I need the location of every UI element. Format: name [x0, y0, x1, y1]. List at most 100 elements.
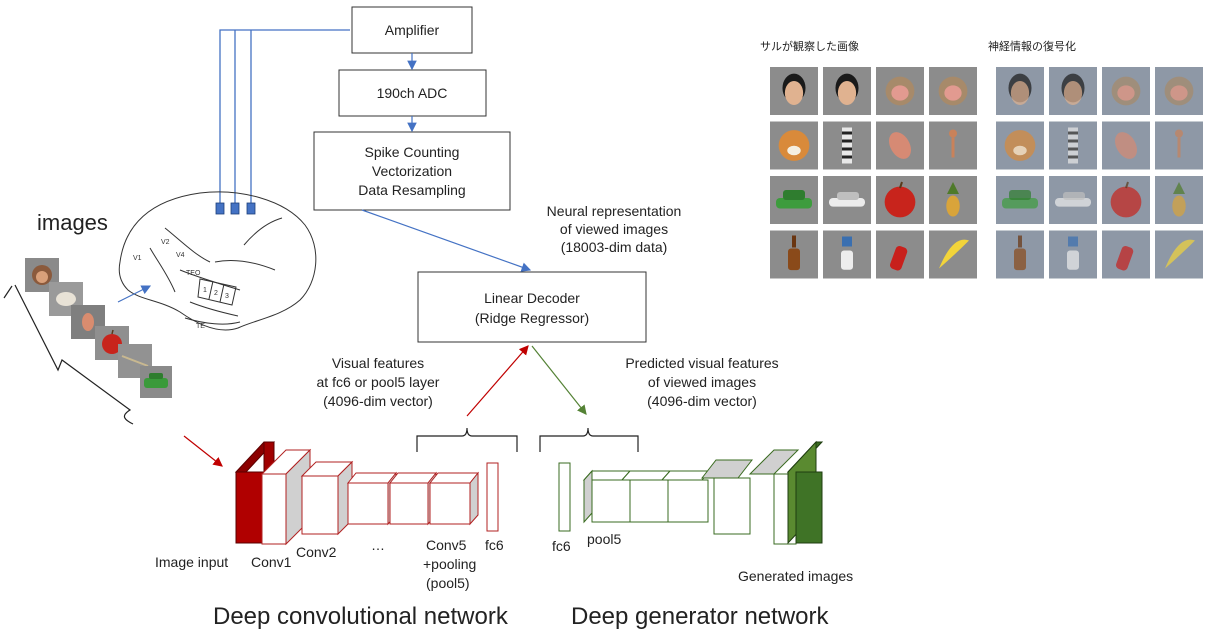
cnn-label-ellipsis: …	[371, 537, 385, 553]
brain-region-v1: V1	[133, 255, 142, 262]
decoded-thumbnail	[1102, 230, 1150, 279]
svg-text:of viewed images: of viewed images	[560, 221, 668, 237]
gen-label-pool5: pool5	[587, 531, 621, 547]
gen-deconv2-layer	[660, 470, 712, 523]
decoded-images-grid	[996, 67, 1203, 279]
decoder-line-1: Linear Decoder	[484, 290, 580, 306]
brain-channel-1: 1	[203, 287, 207, 294]
cnn-conv2-layer	[300, 460, 354, 536]
decoder-line-2: (Ridge Regressor)	[475, 310, 589, 326]
viewed-images-grid	[770, 67, 977, 279]
gen-output-layer	[786, 440, 824, 545]
viewed-thumbnail	[770, 176, 818, 224]
cnn-label-fc6: fc6	[485, 537, 504, 553]
svg-text:Predicted visual features: Predicted visual features	[625, 355, 778, 371]
gen-fc6-layer	[558, 462, 571, 532]
decoded-images-title: 神経情報の復号化	[988, 39, 1076, 53]
cnn-title: Deep convolutional network	[213, 603, 509, 630]
processing-line-1: Spike Counting	[365, 144, 460, 160]
cnn-network	[234, 441, 499, 546]
cnn-feature-brace	[416, 427, 518, 452]
electrodes	[215, 202, 256, 215]
brain-sketch	[118, 191, 317, 331]
arrow-images-cnn	[183, 435, 223, 467]
brain-channel-3: 3	[225, 293, 229, 300]
generator-network	[558, 440, 824, 545]
processing-line-2: Vectorization	[372, 163, 452, 179]
cnn-conv3-layer	[346, 471, 398, 526]
decoded-thumbnail	[996, 230, 1044, 279]
cnn-label-conv1: Conv1	[251, 554, 292, 570]
decoded-thumbnail	[1049, 67, 1097, 115]
cnn-fc6-layer	[486, 462, 499, 532]
brain-region-te: TE	[196, 323, 205, 330]
images-label: images	[37, 210, 108, 235]
image-stack	[25, 258, 172, 398]
decoded-thumbnail	[996, 176, 1044, 224]
adc-label: 190ch ADC	[377, 85, 448, 101]
arrow-images-brain	[117, 285, 152, 303]
viewed-thumbnail	[823, 230, 871, 279]
viewed-thumbnail	[823, 121, 871, 170]
amplifier-box: Amplifier	[351, 6, 473, 54]
neural-representation-label: Neural representation of viewed images (…	[547, 203, 682, 255]
brain-region-teo: TEO	[186, 270, 201, 277]
decoded-thumbnail	[1049, 230, 1097, 279]
gen-pool5-layer	[582, 469, 632, 524]
brain-region-v4: V4	[176, 252, 185, 259]
svg-text:Neural representation: Neural representation	[547, 203, 682, 219]
decoded-thumbnail	[1155, 176, 1203, 224]
cnn-conv5-layer	[428, 471, 480, 526]
cnn-conv4-layer	[388, 471, 438, 526]
viewed-images-title: サルが観察した画像	[760, 39, 859, 53]
gen-label-generated: Generated images	[738, 568, 853, 584]
viewed-thumbnail	[770, 230, 818, 279]
electrode-wires	[219, 29, 350, 205]
viewed-thumbnail	[770, 121, 818, 170]
generator-title: Deep generator network	[571, 603, 829, 630]
svg-text:Visual features: Visual features	[332, 355, 424, 371]
decoder-box: Linear Decoder (Ridge Regressor)	[417, 271, 647, 343]
cnn-label-conv5: Conv5	[426, 537, 467, 553]
viewed-thumbnail	[929, 67, 977, 115]
processing-box: Spike Counting Vectorization Data Resamp…	[313, 131, 511, 211]
viewed-thumbnail	[876, 67, 924, 115]
viewed-thumbnail	[823, 176, 871, 224]
stack-image-monkey	[25, 258, 59, 292]
stack-image-stick	[118, 344, 152, 378]
generator-feature-brace	[539, 427, 639, 452]
viewed-thumbnail	[876, 230, 924, 279]
viewed-thumbnail	[929, 121, 977, 170]
brain-region-v2: V2	[161, 239, 170, 246]
decoded-thumbnail	[1049, 121, 1097, 170]
cnn-label-conv2: Conv2	[296, 544, 337, 560]
gen-label-fc6: fc6	[552, 538, 571, 554]
gen-deconv3-layer	[700, 459, 754, 535]
decoded-thumbnail	[1102, 67, 1150, 115]
svg-text:(18003-dim data): (18003-dim data)	[561, 239, 668, 255]
stack-image-car	[140, 366, 172, 398]
decoded-thumbnail	[996, 67, 1044, 115]
decoded-thumbnail	[1155, 67, 1203, 115]
decoded-thumbnail	[1102, 176, 1150, 224]
viewed-thumbnail	[929, 176, 977, 224]
predicted-features-label: Predicted visual features of viewed imag…	[625, 355, 778, 409]
viewed-thumbnail	[876, 176, 924, 224]
svg-text:at fc6 or pool5 layer: at fc6 or pool5 layer	[317, 374, 440, 390]
arrow-processing-decoder	[361, 209, 532, 272]
cnn-label-pool5: (pool5)	[426, 575, 470, 591]
cnn-label-pooling: +pooling	[423, 556, 476, 572]
brain-channel-2: 2	[214, 290, 218, 297]
svg-text:(4096-dim vector): (4096-dim vector)	[323, 393, 433, 409]
decoded-thumbnail	[1155, 121, 1203, 170]
visual-features-label: Visual features at fc6 or pool5 layer (4…	[317, 355, 440, 409]
decoded-thumbnail	[1155, 230, 1203, 279]
decoded-thumbnail	[996, 121, 1044, 170]
arrow-features-decoder	[466, 345, 529, 417]
svg-text:(4096-dim vector): (4096-dim vector)	[647, 393, 757, 409]
brain-labels: V1 V2 V4 TEO TE 1 2 3	[133, 239, 229, 330]
viewed-thumbnail	[770, 67, 818, 115]
viewed-thumbnail	[929, 230, 977, 279]
processing-line-3: Data Resampling	[358, 182, 465, 198]
